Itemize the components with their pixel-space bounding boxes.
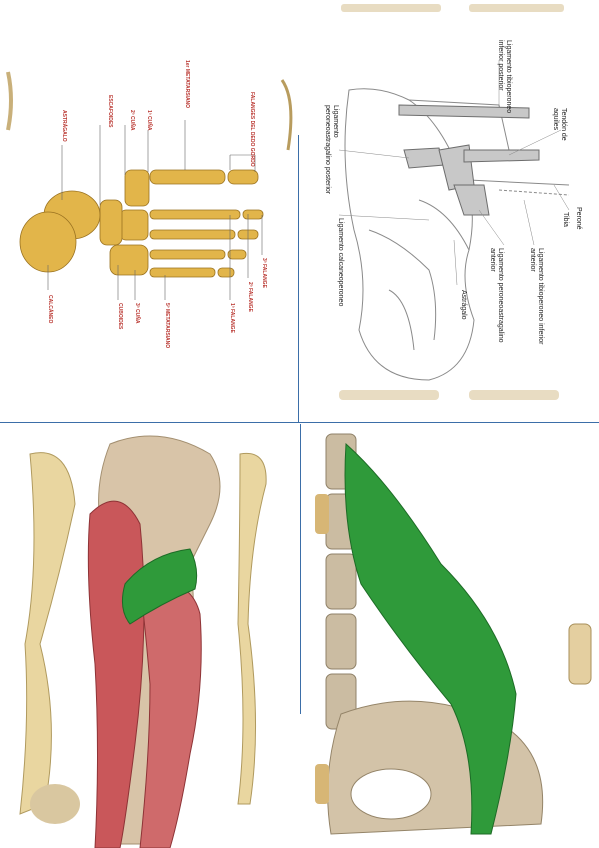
label-talus: ASTRÁGALO — [61, 110, 67, 142]
label-first-cuneiform: 1ª CUÑA — [146, 110, 152, 131]
label-second-phalanx: 2ª FALANGE — [247, 282, 253, 312]
highlighted-muscle — [121, 548, 198, 625]
foot-bones-panel: FALANGES DEL DEDO GORDO 1er METATARSIANO… — [0, 0, 298, 422]
label-first-phalanx: 1ª FALANGE — [229, 303, 235, 333]
label-second-cuneiform: 2ª CUÑA — [129, 110, 135, 131]
vertical-divider-bottom — [300, 424, 301, 714]
label-talus: Astrágalo — [460, 290, 467, 320]
ankle-ligaments-illustration — [338, 4, 570, 400]
label-calcaneus: CALCÁNEO — [47, 295, 53, 324]
label-posterior-inferior-tibiofibular-ligament: Ligamento tibioperoneo inferior posterio… — [497, 40, 512, 114]
horizontal-divider — [0, 422, 599, 423]
psoas-muscle-illustration — [315, 433, 592, 835]
label-third-phalanx: 3ª FALANGE — [261, 258, 267, 288]
label-posterior-talofibular-ligament: Ligamento peroneoastragalino posterior — [324, 105, 339, 195]
label-anterior-talofibular-ligament: Ligamento peroneoastragalino anterior — [489, 248, 504, 343]
hip-muscles-panel — [0, 424, 298, 848]
label-fifth-metatarsal: 5º METATARSIANO — [164, 303, 170, 349]
vertical-divider-top — [298, 135, 299, 422]
label-anterior-inferior-tibiofibular-ligament: Ligamento tibioperoneo inferior anterior — [529, 248, 544, 345]
label-third-cuneiform: 3ª CUÑA — [134, 303, 140, 324]
ankle-ligaments-panel: Ligamento tibioperoneo inferior posterio… — [299, 0, 599, 422]
label-phalanges-big-toe: FALANGES DEL DEDO GORDO — [249, 92, 255, 167]
label-calcaneofibular-ligament: Ligamento calcaneoperoneo — [337, 218, 344, 307]
label-navicular: ESCAFOIDES — [107, 95, 113, 128]
label-cuboid: CUBOIDES — [117, 303, 123, 330]
hip-muscles-illustration — [19, 435, 267, 848]
label-first-metatarsal: 1er METATARSIANO — [184, 60, 190, 109]
label-fibula: Peroné — [575, 207, 582, 230]
psoas-muscle-panel — [301, 424, 599, 848]
label-achilles-tendon: Tendón de aquiles — [552, 108, 567, 141]
foot-bones-illustration — [6, 71, 293, 300]
label-tibia: Tibia — [562, 212, 569, 227]
